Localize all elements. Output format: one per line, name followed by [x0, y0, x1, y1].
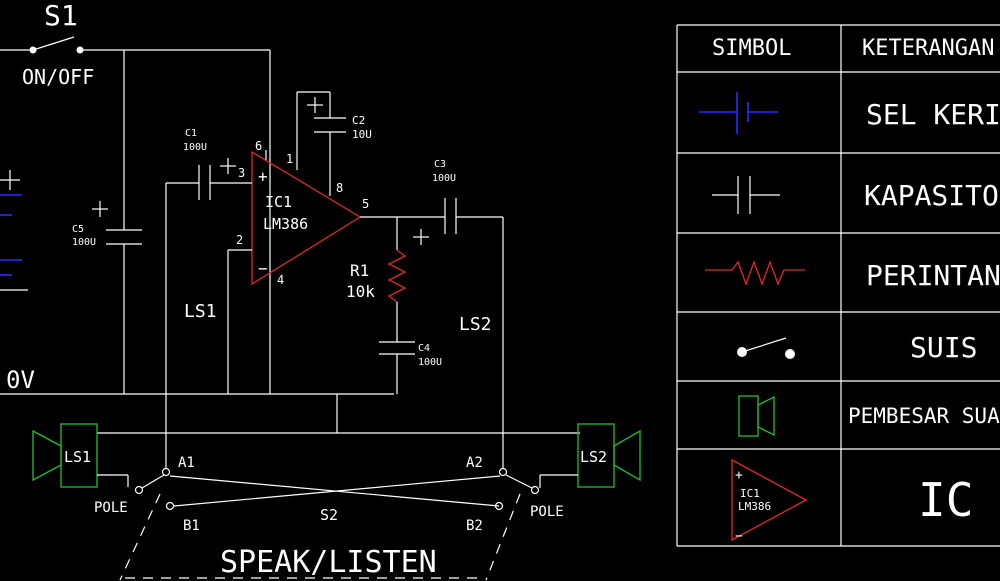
capacitor-c3	[413, 198, 503, 245]
op-amp-ic1[interactable]	[251, 150, 362, 286]
ls2-speaker-label: LS2	[580, 448, 607, 466]
resistor-icon	[705, 260, 805, 286]
a2-label: A2	[466, 455, 483, 471]
speaker-ls1[interactable]	[32, 423, 98, 488]
legend-desc-5: PEMBESAR SUARA	[848, 404, 1000, 428]
switch-s2[interactable]	[119, 445, 540, 581]
c1-name: C1	[185, 128, 197, 139]
pin-6: 6	[255, 139, 262, 153]
legend-ic-name: IC1	[740, 487, 760, 500]
ic-plus: +	[258, 167, 268, 186]
pole-right-label: POLE	[530, 504, 564, 520]
c5-value: 100U	[72, 237, 96, 248]
zero-volt-label: 0V	[6, 366, 35, 394]
battery-cell-icon	[699, 92, 778, 134]
speak-listen-label: SPEAK/LISTEN	[220, 545, 437, 580]
legend-ic-minus: −	[735, 529, 743, 544]
ls1-wire-label: LS1	[184, 301, 217, 322]
schematic: S1 ON/OFF 0V C5 100U	[0, 0, 641, 581]
ic-part: LM386	[263, 215, 308, 233]
a1-label: A1	[178, 455, 195, 471]
legend-desc-6: IC	[918, 473, 973, 527]
ls2-wire-label: LS2	[459, 314, 492, 335]
b2-label: B2	[466, 518, 483, 534]
pin-5: 5	[362, 197, 369, 211]
b1-label: B1	[183, 518, 200, 534]
legend-header-symbol: SIMBOL	[712, 36, 791, 61]
speaker-ls2[interactable]	[577, 423, 641, 488]
r1-value: 10k	[346, 282, 375, 301]
r1-name: R1	[350, 261, 369, 280]
switch-icon	[737, 337, 795, 359]
speaker-icon	[738, 395, 775, 437]
pole-left-label: POLE	[94, 500, 128, 516]
legend-ic-part: LM386	[738, 500, 771, 513]
capacitor-c1	[165, 158, 252, 445]
s2-label: S2	[320, 506, 338, 524]
pin-8: 8	[336, 181, 343, 195]
legend-desc-1: SEL KERING	[866, 98, 1000, 131]
c4-value: 100U	[418, 357, 442, 368]
capacitor-c4	[379, 341, 415, 355]
c2-name: C2	[352, 114, 365, 127]
pin-2: 2	[236, 233, 243, 247]
legend-desc-4: SUIS	[910, 331, 977, 364]
c3-name: C3	[434, 159, 446, 170]
switch-s1[interactable]	[0, 36, 270, 54]
legend-ic-plus: +	[735, 468, 743, 483]
resistor-r1	[387, 249, 407, 303]
capacitor-c5	[92, 201, 142, 245]
c4-name: C4	[418, 343, 430, 354]
ic-name: IC1	[265, 193, 292, 211]
legend-header-desc: KETERANGAN	[862, 36, 994, 61]
pin-4: 4	[277, 273, 284, 287]
ls1-speaker-label: LS1	[64, 448, 91, 466]
ic-icon	[731, 458, 808, 542]
ic-minus: −	[258, 259, 268, 278]
legend-desc-3: PERINTANG	[866, 259, 1000, 292]
capacitor-icon	[712, 176, 780, 214]
pin-3: 3	[238, 166, 245, 180]
c1-value: 100U	[183, 142, 207, 153]
pin-1: 1	[286, 152, 293, 166]
capacitor-c2	[307, 97, 346, 133]
legend-desc-2: KAPASITOR	[864, 179, 1000, 212]
c5-name: C5	[72, 224, 84, 235]
c3-value: 100U	[432, 173, 456, 184]
switch-state-label: ON/OFF	[22, 65, 94, 89]
legend-table: SIMBOL KETERANGAN SEL KERING KAPASITOR P…	[676, 24, 1000, 547]
battery-left	[0, 170, 28, 291]
c2-value: 10U	[352, 128, 372, 141]
switch-label: S1	[44, 0, 78, 32]
